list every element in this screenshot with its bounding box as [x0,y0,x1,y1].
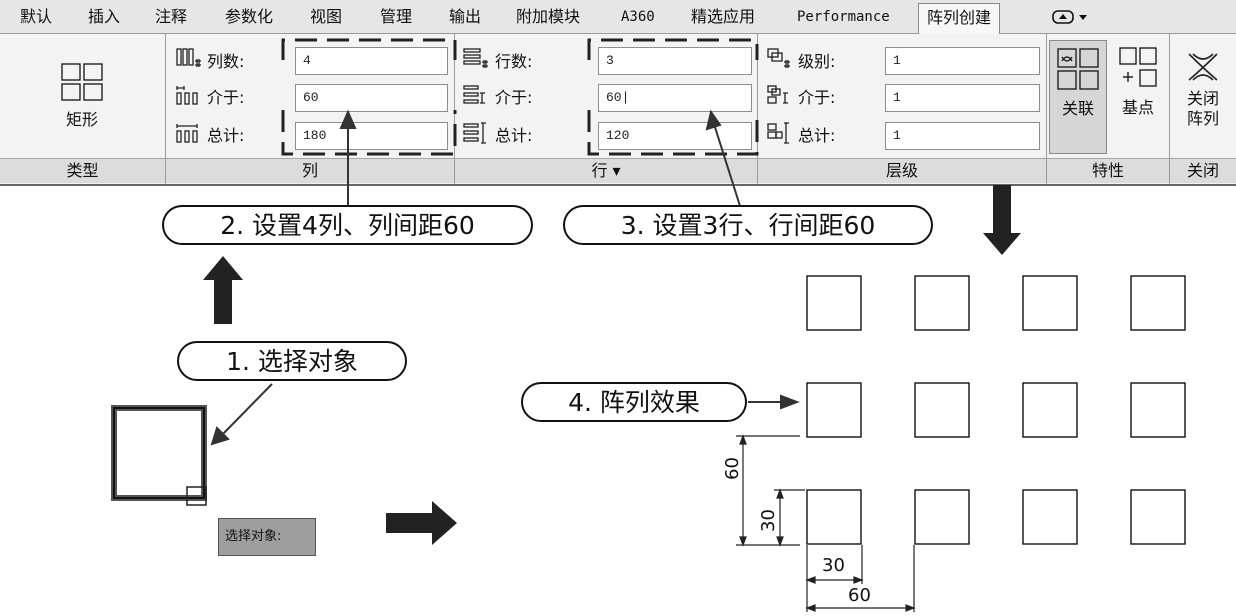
tab-a360[interactable]: A360 [621,9,655,25]
array-copy-rectangle [806,489,862,545]
row-spacing-label: 介于: [495,88,533,107]
rectangular-label: 矩形 [65,110,98,129]
column-panel-title: 列 [166,158,454,183]
rectangular-array-icon [61,63,103,101]
properties-panel-title: 特性 [1047,158,1169,183]
panel-divider [165,34,166,184]
level-count-field[interactable]: 1 [885,47,1040,75]
type-panel-title: 类型 [0,158,165,183]
tab-output[interactable]: 输出 [449,7,482,26]
array-copy-rectangle [914,382,970,438]
close-icon [1188,53,1218,81]
column-total-label: 总计: [207,126,245,145]
array-copy-rectangle [1130,489,1186,545]
array-copy-rectangle [1130,382,1186,438]
level-panel-title: 层级 [758,158,1046,183]
level-total-icon [766,122,792,148]
row-total-field[interactable]: 120 [598,122,752,150]
column-spacing-icon [176,84,202,110]
column-count-field[interactable]: 4 [295,47,448,75]
column-count-label: 列数: [207,52,245,71]
array-copy-rectangle [1022,489,1078,545]
view-dropdown-icon[interactable] [1052,7,1092,31]
row-count-field[interactable]: 3 [598,47,752,75]
close-label-line2: 阵列 [1186,109,1219,128]
level-count-label: 级别: [798,52,836,71]
row-count-label: 行数: [495,52,533,71]
column-spacing-field[interactable]: 60 [295,84,448,112]
step4-callout: 4. 阵列效果 [521,382,747,422]
level-total-label: 总计: [798,126,836,145]
dimension-horizontal-inner: 30 [822,555,845,576]
array-copy-rectangle [1022,382,1078,438]
level-total-field[interactable]: 1 [885,122,1040,150]
tab-performance[interactable]: Performance [797,9,890,25]
dimension-horizontal-outer: 60 [848,585,871,606]
tab-view[interactable]: 视图 [310,7,343,26]
row-spacing-field[interactable]: 60| [598,84,752,112]
associative-label: 关联 [1061,99,1094,118]
base-point-button[interactable]: 基点 [1110,46,1166,118]
array-copy-rectangle [914,275,970,331]
row-total-icon [463,122,489,148]
tab-addins[interactable]: 附加模块 [516,7,581,26]
array-copy-rectangle [1022,275,1078,331]
step3-callout: 3. 设置3行、行间距60 [563,205,933,245]
ribbon-tab-bar: 默认 插入 注释 参数化 视图 管理 输出 附加模块 A360 精选应用 Per… [0,0,1236,34]
tab-annotate[interactable]: 注释 [155,7,188,26]
tab-insert[interactable]: 插入 [88,7,121,26]
rectangular-type-button[interactable]: 矩形 [52,62,112,130]
panel-divider [1046,34,1047,184]
column-spacing-label: 介于: [207,88,245,107]
base-point-label: 基点 [1121,98,1154,117]
associative-icon [1057,48,1099,90]
level-spacing-label: 介于: [798,88,836,107]
array-copy-rectangle [806,382,862,438]
panel-divider [757,34,758,184]
panel-divider [454,34,455,184]
level-count-icon [766,47,792,73]
close-label-line1: 关闭 [1186,89,1219,108]
array-copy-rectangle [1130,275,1186,331]
array-copy-rectangle [806,275,862,331]
command-prompt: 选择对象: [218,518,316,556]
level-spacing-field[interactable]: 1 [885,84,1040,112]
tab-manage[interactable]: 管理 [380,7,413,26]
panel-divider [1169,34,1170,184]
associative-button[interactable]: 关联 [1049,40,1107,154]
dimension-vertical-inner: 30 [758,509,779,532]
tab-parametric[interactable]: 参数化 [225,7,274,26]
tab-array-creation[interactable]: 阵列创建 [918,3,1001,34]
close-panel-title: 关闭 [1170,158,1236,183]
column-total-field[interactable]: 180 [295,122,448,150]
row-spacing-icon [463,84,489,110]
row-panel-title[interactable]: 行 ▾ [455,158,757,183]
base-point-icon [1119,47,1157,87]
array-copy-rectangle [914,489,970,545]
step2-callout: 2. 设置4列、列间距60 [162,205,533,245]
tab-default[interactable]: 默认 [20,7,53,26]
row-count-icon [463,47,489,73]
row-total-label: 总计: [495,126,533,145]
level-spacing-icon [766,84,792,110]
column-count-icon [176,47,202,73]
array-creation-ribbon: 矩形 类型 列数: 4 介于: 60 总计: 180 列 行数: 3 [0,34,1236,186]
step1-callout: 1. 选择对象 [177,341,407,381]
close-array-button[interactable]: 关闭 阵列 [1172,50,1234,129]
dimension-vertical-outer: 60 [722,457,743,480]
column-total-icon [176,122,202,148]
tab-featured-apps[interactable]: 精选应用 [691,7,756,26]
